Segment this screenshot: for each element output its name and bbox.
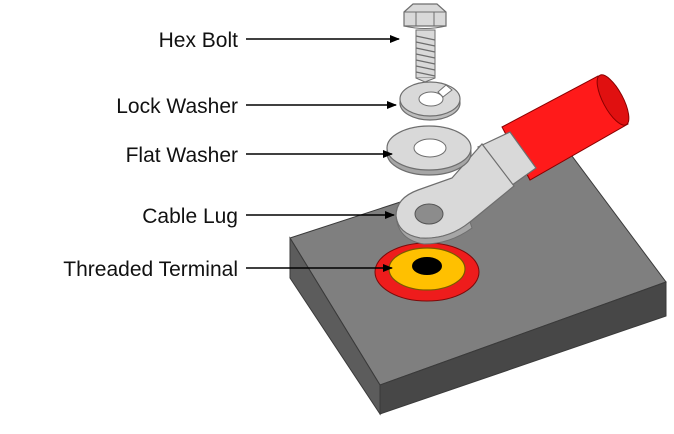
label-flat-washer: Flat Washer: [126, 144, 238, 167]
flat-washer-icon: [386, 125, 472, 176]
leader-arrows: [246, 35, 400, 272]
label-lock-washer: Lock Washer: [116, 95, 238, 118]
block-front-face: [379, 281, 667, 415]
label-threaded-terminal: Threaded Terminal: [63, 258, 238, 281]
hex-bolt-icon: [403, 3, 447, 83]
label-cable-lug: Cable Lug: [142, 205, 238, 228]
lock-washer-icon: [399, 81, 461, 121]
label-hex-bolt: Hex Bolt: [159, 29, 239, 52]
threaded-terminal-icon: [374, 242, 480, 302]
labels: Hex Bolt Lock Washer Flat Washer Cable L…: [63, 29, 238, 281]
cable-lug-icon: [395, 131, 537, 245]
